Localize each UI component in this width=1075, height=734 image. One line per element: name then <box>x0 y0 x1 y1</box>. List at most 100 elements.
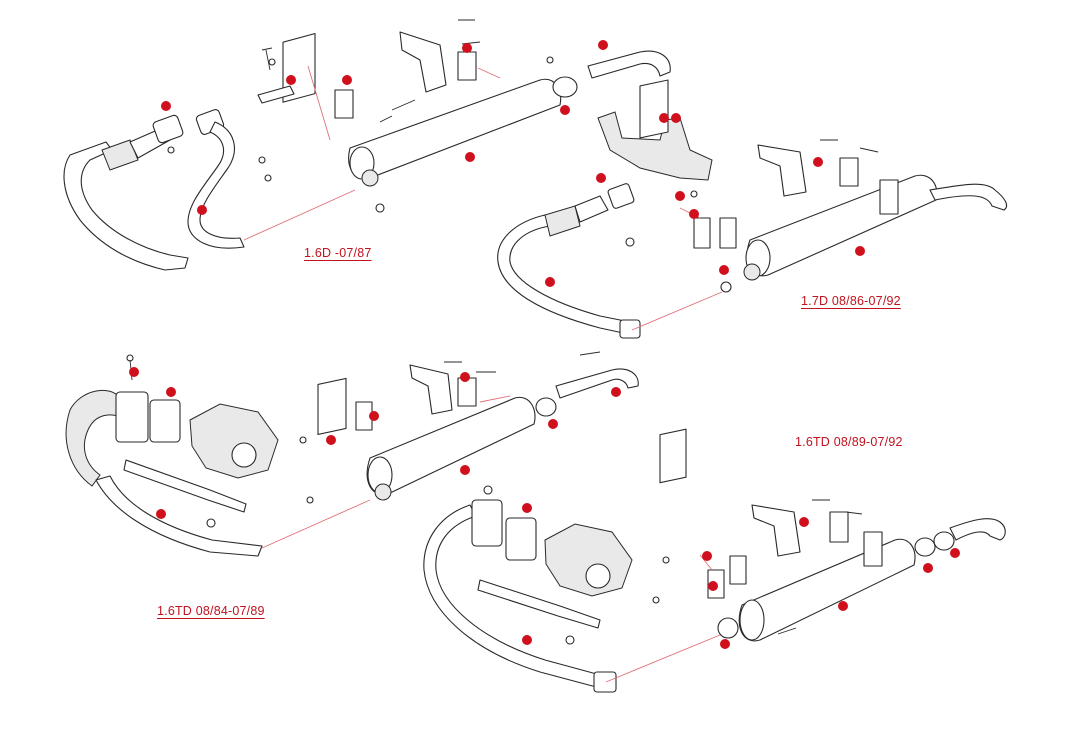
variant-label-1-6td-late[interactable]: 1.6TD 08/89-07/92 <box>795 435 903 449</box>
gasket[interactable] <box>717 617 739 639</box>
clamp[interactable] <box>457 51 477 81</box>
hanger-bracket[interactable] <box>639 79 669 139</box>
gasket[interactable] <box>933 531 955 551</box>
callout-dot[interactable] <box>156 509 166 519</box>
callout-dot[interactable] <box>950 548 960 558</box>
silencer-4[interactable] <box>738 538 916 642</box>
nut[interactable] <box>306 496 314 504</box>
silencer-outlet[interactable] <box>361 169 379 187</box>
nut[interactable] <box>720 281 732 293</box>
silencer-bracket[interactable] <box>399 31 447 93</box>
downpipe[interactable] <box>574 195 609 223</box>
callout-dot[interactable] <box>598 40 608 50</box>
turbocharger[interactable] <box>544 523 633 597</box>
bolt[interactable] <box>379 99 416 123</box>
callout-dot[interactable] <box>161 101 171 111</box>
nut[interactable] <box>206 518 216 528</box>
callout-dot[interactable] <box>923 563 933 573</box>
variant-label-1-6td-early[interactable]: 1.6TD 08/84-07/89 <box>157 604 265 618</box>
nut[interactable] <box>662 556 670 564</box>
nut[interactable] <box>258 156 266 164</box>
callout-dot[interactable] <box>799 517 809 527</box>
variant-label-1-6d[interactable]: 1.6D -07/87 <box>304 246 372 260</box>
callout-dot[interactable] <box>671 113 681 123</box>
rubber-mount[interactable] <box>334 89 354 119</box>
exhaust-manifold[interactable] <box>597 111 713 181</box>
clamp[interactable] <box>457 377 477 407</box>
callout-dot[interactable] <box>596 173 606 183</box>
nut[interactable] <box>167 146 175 154</box>
callout-dot[interactable] <box>689 209 699 219</box>
silencer-bracket[interactable] <box>409 364 453 415</box>
gasket[interactable] <box>552 76 578 98</box>
bolt[interactable] <box>444 361 496 373</box>
gasket[interactable] <box>535 397 557 417</box>
callout-dot[interactable] <box>460 372 470 382</box>
hanger-bracket[interactable] <box>317 377 347 435</box>
front-pipe[interactable] <box>497 214 631 335</box>
intermediate-pipe[interactable] <box>187 121 245 249</box>
nut[interactable] <box>268 58 276 66</box>
rubber-mount[interactable] <box>729 555 747 585</box>
clamp[interactable] <box>879 179 899 215</box>
nut[interactable] <box>483 485 493 495</box>
nut[interactable] <box>565 635 575 645</box>
support-bracket[interactable] <box>123 459 247 513</box>
nut[interactable] <box>375 203 385 213</box>
nut[interactable] <box>652 596 660 604</box>
turbo-flange-plate[interactable] <box>471 499 503 547</box>
silencer-bracket[interactable] <box>757 144 807 197</box>
rubber-mount[interactable] <box>719 217 737 249</box>
callout-dot[interactable] <box>342 75 352 85</box>
tail-pipe[interactable] <box>949 518 1006 541</box>
hanger-bracket[interactable] <box>659 428 687 484</box>
callout-dot[interactable] <box>369 411 379 421</box>
bolt[interactable] <box>812 499 863 515</box>
flex-joint[interactable] <box>544 205 581 237</box>
flange-plate-1[interactable] <box>152 114 184 144</box>
callout-dot[interactable] <box>719 265 729 275</box>
gasket[interactable] <box>914 537 936 557</box>
silencer-outlet[interactable] <box>374 483 392 501</box>
callout-dot[interactable] <box>286 75 296 85</box>
silencer-inlet[interactable] <box>743 263 761 281</box>
callout-dot[interactable] <box>522 635 532 645</box>
flange-plate[interactable] <box>619 319 641 339</box>
callout-dot[interactable] <box>522 503 532 513</box>
callout-dot[interactable] <box>197 205 207 215</box>
callout-dot[interactable] <box>462 43 472 53</box>
turbo-elbow[interactable] <box>65 389 125 487</box>
clamp[interactable] <box>863 531 883 567</box>
silencer-3[interactable] <box>366 396 536 496</box>
tail-pipe[interactable] <box>555 368 639 399</box>
variant-label-1-7d[interactable]: 1.7D 08/86-07/92 <box>801 294 901 308</box>
callout-dot[interactable] <box>838 601 848 611</box>
callout-dot[interactable] <box>659 113 669 123</box>
silencer-bracket[interactable] <box>751 504 801 557</box>
callout-dot[interactable] <box>708 581 718 591</box>
turbo-flange-plate[interactable] <box>505 517 537 561</box>
tail-pipe[interactable] <box>929 183 1008 211</box>
callout-dot[interactable] <box>675 191 685 201</box>
front-pipe[interactable] <box>95 475 263 557</box>
flange-plate[interactable] <box>607 183 635 209</box>
nut[interactable] <box>690 190 698 198</box>
turbo-flange-plate[interactable] <box>115 391 149 443</box>
callout-dot[interactable] <box>611 387 621 397</box>
callout-dot[interactable] <box>460 465 470 475</box>
callout-dot[interactable] <box>548 419 558 429</box>
support-bracket[interactable] <box>477 579 601 629</box>
front-pipe[interactable] <box>63 141 189 271</box>
callout-dot[interactable] <box>545 277 555 287</box>
bolt[interactable] <box>820 139 879 153</box>
flange-plate[interactable] <box>593 671 617 693</box>
callout-dot[interactable] <box>560 105 570 115</box>
callout-dot[interactable] <box>855 246 865 256</box>
callout-dot[interactable] <box>465 152 475 162</box>
nut[interactable] <box>264 174 272 182</box>
turbocharger[interactable] <box>189 403 279 479</box>
bolt[interactable] <box>579 351 601 356</box>
bolt[interactable] <box>261 47 273 71</box>
flex-joint[interactable] <box>101 139 139 171</box>
hanger-bracket[interactable] <box>282 33 316 103</box>
